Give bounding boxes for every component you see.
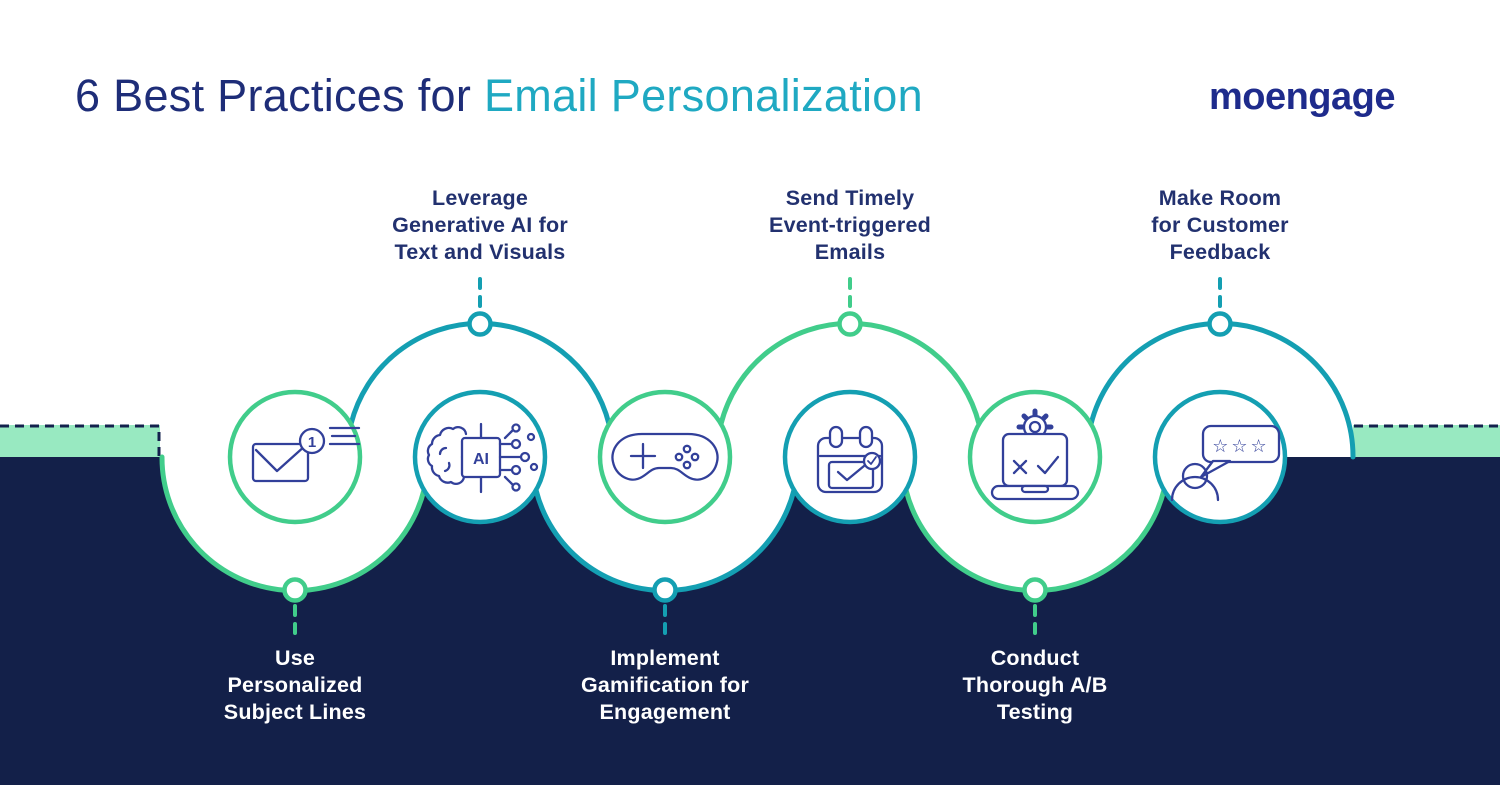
step1-label-line: Use	[274, 646, 316, 670]
step2-label-line: Generative AI for	[392, 213, 568, 237]
step3-label: Implement Gamification for Engagement	[505, 645, 825, 726]
step4-label-line: Send Timely	[785, 186, 915, 210]
step1-label-line: Subject Lines	[223, 700, 367, 724]
wave-arc-1	[159, 454, 427, 594]
step4-label-line: Emails	[814, 240, 886, 264]
customer-feedback-icon: ☆☆☆	[1170, 424, 1281, 502]
notification-count: 1	[308, 434, 316, 451]
step2-label-line: Leverage	[431, 186, 529, 210]
step4-label: Send Timely Event-triggered Emails	[690, 185, 1010, 266]
step6-label: Make Room for Customer Feedback	[1060, 185, 1380, 266]
step5-label-line: Conduct	[990, 646, 1080, 670]
generative-ai-brain-icon: AI	[426, 422, 539, 494]
ab-testing-laptop-icon	[990, 408, 1080, 501]
step3-label-line: Engagement	[599, 700, 731, 724]
step6-label-line: for Customer	[1151, 213, 1289, 237]
mint-band-right	[1353, 425, 1500, 457]
navy-wave-region	[0, 457, 1500, 785]
step3-label-line: Implement	[610, 646, 720, 670]
step1-label-line: Personalized	[227, 673, 363, 697]
step5-label-line: Thorough A/B	[962, 673, 1108, 697]
step-circle-3	[597, 389, 733, 525]
game-controller-icon	[611, 432, 719, 481]
step-circle-6	[1152, 389, 1288, 525]
node-dot-step6	[1207, 311, 1233, 337]
step-circle-1	[227, 389, 363, 525]
ai-chip-label: AI	[473, 451, 489, 468]
step5-label: Conduct Thorough A/B Testing	[875, 645, 1195, 726]
step2-label: Leverage Generative AI for Text and Visu…	[320, 185, 640, 266]
step3-label-line: Gamification for	[580, 673, 750, 697]
step6-label-line: Make Room	[1158, 186, 1282, 210]
step2-label-line: Text and Visuals	[394, 240, 566, 264]
mint-band-left	[0, 425, 160, 457]
node-dot-step3	[652, 577, 678, 603]
mint-band-left-dashed-border	[0, 424, 161, 456]
step1-label: Use Personalized Subject Lines	[135, 645, 455, 726]
step4-label-line: Event-triggered	[769, 213, 931, 237]
node-dot-step1	[282, 577, 308, 603]
moengage-logo: moengage	[1208, 76, 1396, 118]
node-dot-step5	[1022, 577, 1048, 603]
node-dot-step4	[837, 311, 863, 337]
page-title: 6 Best Practices for Email Personalizati…	[75, 70, 923, 122]
envelope-notification-icon: 1	[251, 426, 361, 483]
step6-label-line: Feedback	[1169, 240, 1271, 264]
step5-label-line: Testing	[996, 700, 1074, 724]
node-dot-step2	[467, 311, 493, 337]
page-title-prefix: 6 Best Practices for	[75, 70, 484, 121]
page-title-highlight: Email Personalization	[483, 70, 923, 121]
review-stars: ☆☆☆	[1212, 436, 1269, 457]
wave-arc-6	[1088, 320, 1356, 460]
calendar-event-icon	[816, 425, 884, 494]
